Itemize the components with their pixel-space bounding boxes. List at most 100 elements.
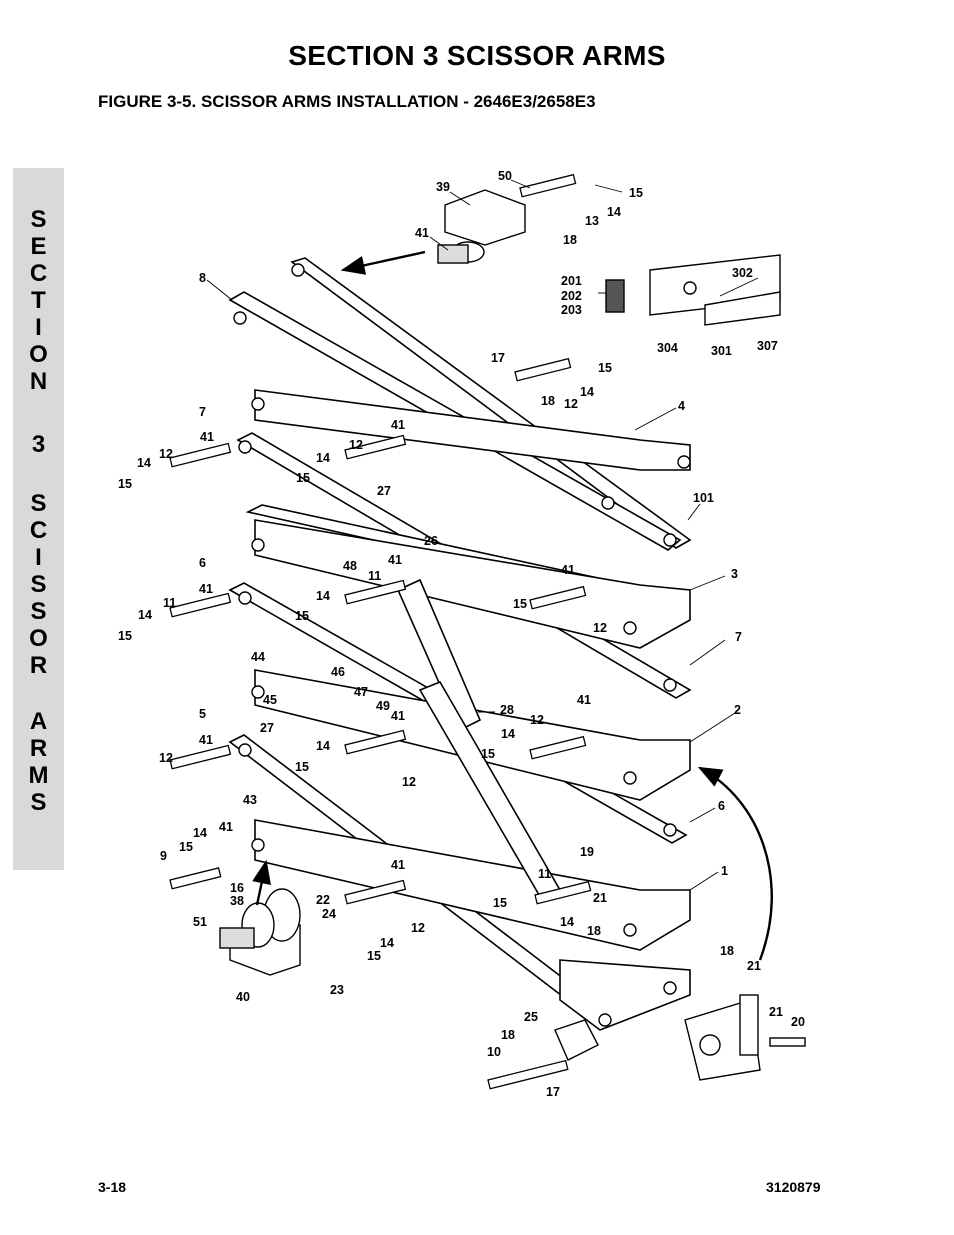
callout-label: 15 [493, 896, 507, 910]
callout-label: 307 [757, 339, 778, 353]
callout-label: 5 [199, 707, 206, 721]
callout-label: 14 [316, 451, 330, 465]
figure-title: FIGURE 3-5. SCISSOR ARMS INSTALLATION - … [98, 92, 596, 111]
callout-label: 17 [546, 1085, 560, 1099]
callout-label: 41 [561, 563, 575, 577]
callout-label: 17 [491, 351, 505, 365]
callout-label: 41 [199, 733, 213, 747]
callout-label: 41 [219, 820, 233, 834]
callout-label: 12 [593, 621, 607, 635]
callout-label: 14 [193, 826, 207, 840]
callout-label: 14 [607, 205, 621, 219]
side-tab-letter: I [35, 544, 42, 571]
callout-label: 14 [501, 727, 515, 741]
side-tab-letter: C [29, 517, 48, 544]
side-tab-letter: A [29, 708, 48, 735]
callout-label: 21 [747, 959, 761, 973]
callout-label: 15 [118, 629, 132, 643]
callout-label: 3 [731, 567, 738, 581]
callout-label: 14 [580, 385, 594, 399]
callout-label: 49 [376, 699, 390, 713]
callout-label: 101 [693, 491, 714, 505]
callout-label: 14 [560, 915, 574, 929]
callout-label: 39 [436, 180, 450, 194]
callout-label: 27 [260, 721, 274, 735]
side-tab-letter: S [30, 571, 47, 598]
callout-label: 302 [732, 266, 753, 280]
side-tab-letter: O [29, 341, 48, 368]
callout-label: 40 [236, 990, 250, 1004]
callout-label: 18 [720, 944, 734, 958]
callout-label: 15 [295, 760, 309, 774]
callout-label: 18 [587, 924, 601, 938]
callout-label: 41 [388, 553, 402, 567]
callout-label: 301 [711, 344, 732, 358]
callout-label: 12 [159, 751, 173, 765]
callout-label: 2 [734, 703, 741, 717]
callout-label: 203 [561, 303, 582, 317]
side-tab-letter: C [29, 260, 48, 287]
callout-label: 11 [163, 596, 176, 610]
scissor-arm-structure [228, 257, 692, 1031]
bottom-right-block [684, 994, 806, 1081]
callout-label: 9 [160, 849, 167, 863]
callout-label: 26 [424, 534, 438, 548]
pin-shafts [169, 173, 592, 1090]
callout-label: 11 [538, 867, 551, 881]
pivot-holes [233, 263, 691, 1027]
callout-label: 15 [367, 949, 381, 963]
base-arm [559, 959, 691, 1031]
callout-label: 13 [585, 214, 599, 228]
callout-label: 47 [354, 685, 368, 699]
callout-label: 12 [530, 713, 544, 727]
callout-label: 28 [500, 703, 514, 717]
callout-label: 304 [657, 341, 678, 355]
callout-label: 24 [322, 907, 336, 921]
arrow-base [252, 859, 271, 906]
callout-label: 202 [561, 289, 582, 303]
side-tab-letter: S [30, 598, 47, 625]
side-tab-letter: R [29, 652, 48, 679]
section-side-tab: S E C T I O N 3 S C I S S O R A R M S [13, 168, 64, 870]
callout-label: 6 [199, 556, 206, 570]
page-number: 3-18 [98, 1179, 127, 1195]
callout-label: 44 [251, 650, 265, 664]
callout-label: 25 [524, 1010, 538, 1024]
callout-label: 7 [735, 630, 742, 644]
top-pivot-block [437, 189, 526, 264]
callout-label: 41 [577, 693, 591, 707]
side-tab-letter: O [29, 625, 48, 652]
callout-label: 6 [718, 799, 725, 813]
frame-level-4 [254, 389, 691, 471]
callout-label: 7 [199, 405, 206, 419]
callout-label: 21 [593, 891, 607, 905]
callout-label: 21 [769, 1005, 783, 1019]
callout-label: 45 [263, 693, 277, 707]
callout-label: 43 [243, 793, 257, 807]
arrow-top [340, 250, 426, 275]
leader-lines [206, 179, 759, 891]
side-tab-letter: I [35, 314, 42, 341]
callout-label: 14 [316, 589, 330, 603]
callout-label: 41 [391, 418, 405, 432]
callout-label: 16 [230, 881, 244, 895]
arrow-curved [697, 766, 773, 961]
callout-label: 10 [487, 1045, 501, 1059]
callout-label: 20 [791, 1015, 805, 1029]
callout-label: 12 [411, 921, 425, 935]
callout-label: 15 [295, 609, 309, 623]
callout-label: 11 [368, 569, 381, 583]
side-tab-letter: 3 [31, 431, 46, 458]
callout-label: 18 [541, 394, 555, 408]
wear-pad-bracket [605, 254, 781, 326]
callout-label: 15 [118, 477, 132, 491]
callout-label: 51 [193, 915, 207, 929]
callout-label: 8 [199, 271, 206, 285]
callout-label: 12 [564, 397, 578, 411]
callout-label: 4 [678, 399, 685, 413]
callout-label: 12 [349, 438, 363, 452]
side-tab-letter: E [30, 233, 47, 260]
section-title: SECTION 3 SCISSOR ARMS [288, 40, 666, 71]
side-tab-letter: N [29, 368, 48, 395]
